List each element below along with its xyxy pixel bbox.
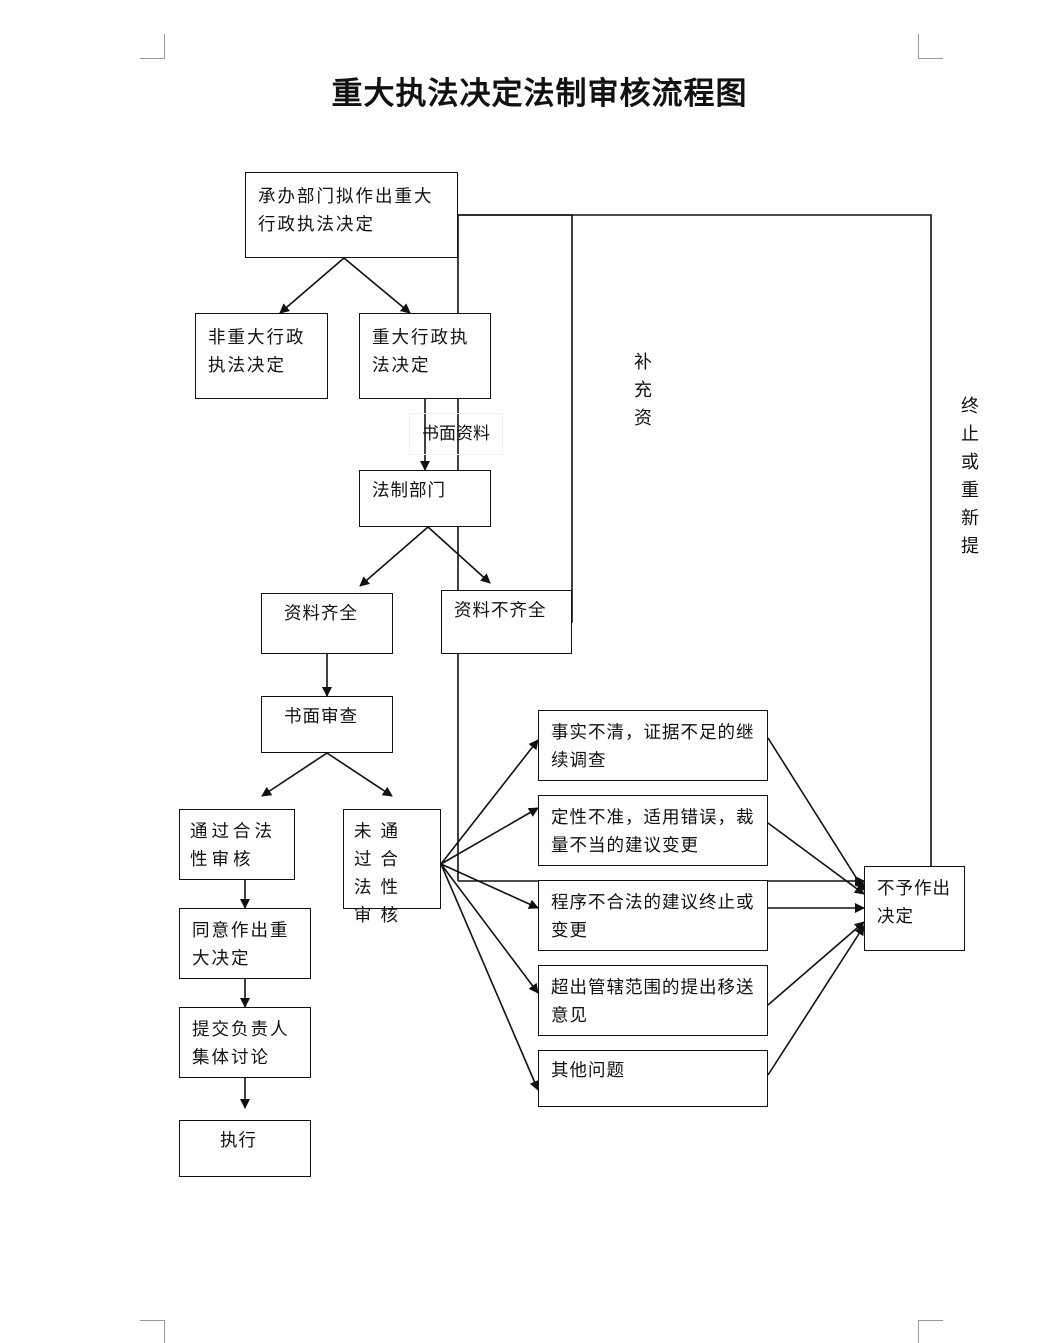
arrow-other-to-nodecision xyxy=(767,925,865,1076)
node-fail: 未通过合法性审核 xyxy=(343,809,441,926)
arrow-fail-to-other xyxy=(440,863,540,1091)
node-major: 重大行政执法决定 xyxy=(359,313,491,399)
node-complete: 资料齐全 xyxy=(261,593,393,654)
arrow-legal-to-complete xyxy=(359,526,429,587)
node-written-review: 书面审查 xyxy=(261,696,393,753)
arrow-fail-to-nature xyxy=(440,807,539,865)
arrow-review-to-fail xyxy=(326,752,393,797)
arrow-fail-to-facts xyxy=(440,739,539,865)
corner-mark-top-left xyxy=(140,34,165,59)
arrow-facts-to-nodecision xyxy=(767,737,865,891)
edge-label-written-materials: 书面资料 xyxy=(409,413,503,455)
node-issue-procedure: 程序不合法的建议终止或变更 xyxy=(538,880,768,951)
arrow-start-to-major xyxy=(343,257,411,314)
arrow-nature-to-nodecision xyxy=(767,822,865,895)
edge-label-supplement: 补 充 资 xyxy=(634,352,652,429)
node-submit: 提交负责人集体讨论 xyxy=(179,1007,311,1078)
corner-mark-bottom-right xyxy=(918,1320,943,1343)
node-issue-jurisdiction: 超出管辖范围的提出移送意见 xyxy=(538,965,768,1036)
node-issue-other: 其他问题 xyxy=(538,1050,768,1107)
node-issue-facts: 事实不清，证据不足的继续调查 xyxy=(538,710,768,781)
node-agree: 同意作出重大决定 xyxy=(179,908,311,979)
node-incomplete: 资料不齐全 xyxy=(441,590,572,654)
node-start: 承办部门拟作出重大行政执法决定 xyxy=(245,172,458,258)
arrow-review-to-pass xyxy=(261,752,328,797)
node-legal-dept: 法制部门 xyxy=(359,470,491,527)
edge-label-terminate: 终 止 或 重 新 提 xyxy=(961,396,979,557)
node-issue-nature: 定性不准，适用错误，裁量不当的建议变更 xyxy=(538,795,768,866)
node-no-decision: 不予作出决定 xyxy=(864,866,965,951)
arrow-fail-to-procedure xyxy=(440,863,539,909)
arrow-legal-to-incomplete xyxy=(427,526,491,584)
arrow-fail-to-jurisdiction xyxy=(440,863,539,994)
page-title: 重大执法决定法制审核流程图 xyxy=(331,76,748,112)
node-execute: 执行 xyxy=(179,1120,311,1177)
arrow-start-to-nonmajor xyxy=(279,257,345,314)
corner-mark-bottom-left xyxy=(140,1320,165,1343)
node-pass: 通过合法性审核 xyxy=(179,809,295,880)
corner-mark-top-right xyxy=(918,34,943,59)
node-non-major: 非重大行政执法决定 xyxy=(195,313,328,399)
arrow-jurisdiction-to-nodecision xyxy=(767,921,865,1006)
terminate-loop-line xyxy=(458,214,932,866)
